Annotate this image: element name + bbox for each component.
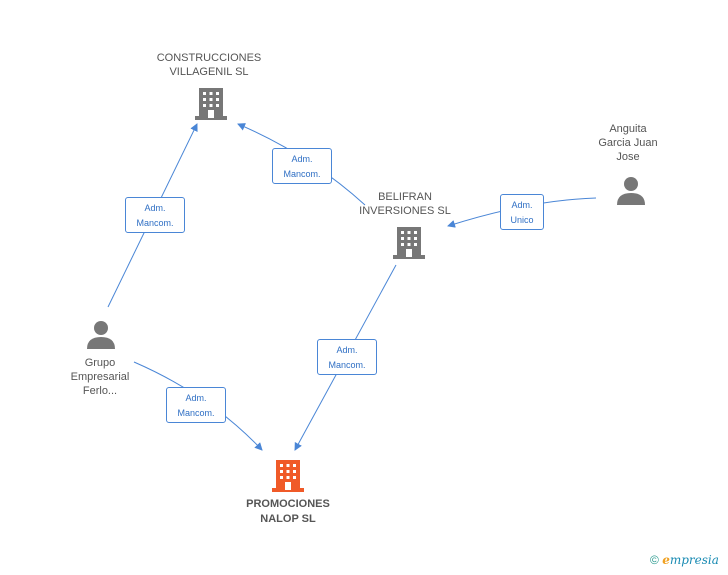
edge-label-grupo-promociones[interactable]: Adm. Mancom. xyxy=(166,387,226,423)
brand-name: empresia xyxy=(662,553,719,567)
copyright-symbol: © xyxy=(650,553,659,567)
edge-label-anguita-belifran[interactable]: Adm. Unico xyxy=(500,194,544,230)
person-icon[interactable] xyxy=(86,320,116,350)
building-icon[interactable] xyxy=(195,86,227,120)
empresia-logo[interactable]: © empresia xyxy=(650,553,719,567)
building-icon[interactable] xyxy=(272,458,304,492)
edge-label-belifran-construcciones[interactable]: Adm. Mancom. xyxy=(272,148,332,184)
node-label-anguita: Anguita Garcia Juan Jose xyxy=(598,123,658,163)
edge-label-belifran-promociones[interactable]: Adm. Mancom. xyxy=(317,339,377,375)
node-label-grupo: Grupo Empresarial Ferlo... xyxy=(70,357,130,397)
building-icon[interactable] xyxy=(393,225,425,259)
node-label-construcciones: CONSTRUCCIONES VILLAGENIL SL xyxy=(156,52,262,78)
node-label-belifran: BELIFRAN INVERSIONES SL xyxy=(359,191,451,217)
edge-label-grupo-construcciones[interactable]: Adm. Mancom. xyxy=(125,197,185,233)
person-icon[interactable] xyxy=(616,176,646,206)
node-label-promociones: PROMOCIONES NALOP SL xyxy=(246,498,330,525)
